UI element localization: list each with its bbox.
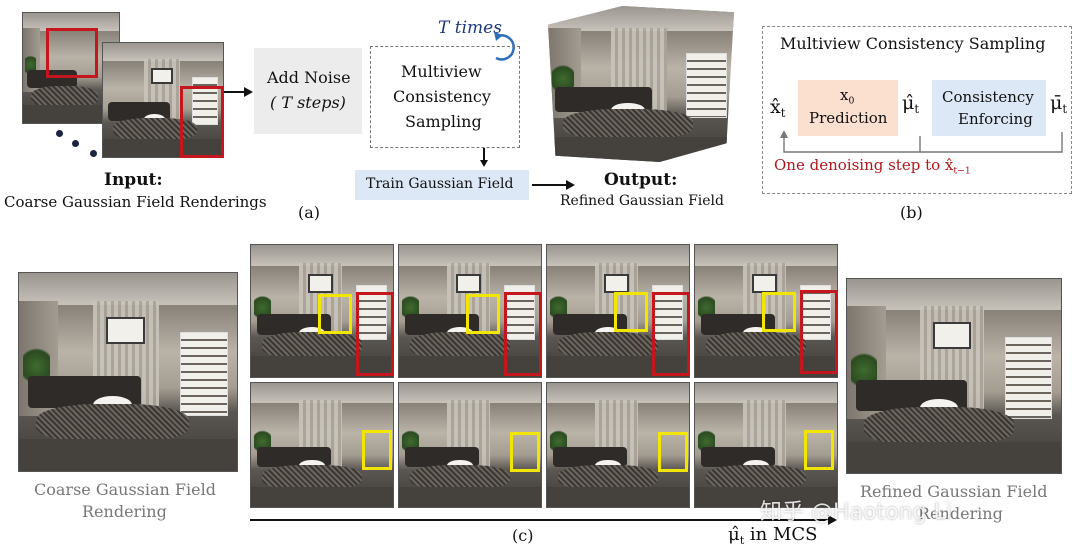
ellipsis-dot: [56, 130, 63, 137]
mcs-box: [370, 46, 520, 148]
feedback-loop-arrow: [780, 130, 1063, 153]
mu-bar-t: μ̄t: [1050, 92, 1068, 117]
yellow-box: [804, 430, 834, 470]
panel-b-title: Multiview Consistency Sampling: [780, 34, 1046, 53]
mu-hat-t: μ̂t: [902, 92, 920, 117]
train-gaussian-label: Train Gaussian Field: [366, 176, 514, 192]
arrow-head: [828, 515, 837, 525]
mcs-view-r1c3: [546, 244, 690, 378]
arrow-input-to-noise: [224, 91, 246, 93]
ellipsis-dot: [90, 150, 97, 157]
yellow-box: [614, 292, 648, 332]
mcs-line3: Sampling: [405, 112, 482, 131]
add-noise-box: [254, 48, 362, 134]
mcs-progress-axis: [250, 519, 830, 521]
panel-c-label: (c): [512, 526, 534, 545]
prediction-label: Prediction: [809, 109, 888, 127]
arrow-head: [244, 87, 253, 97]
input-caption: Coarse Gaussian Field Renderings: [4, 193, 267, 211]
arrow-head: [566, 180, 575, 190]
train-gaussian-box: [355, 170, 529, 200]
coarse-caption-line1: Coarse Gaussian Field: [34, 480, 216, 499]
input-render-front: [102, 42, 224, 158]
mcs-view-r2c2: [398, 382, 542, 508]
red-box: [800, 290, 838, 374]
output-3d-render: [548, 6, 734, 162]
arrow-train-to-output: [532, 184, 568, 186]
x0-label: x0: [840, 86, 855, 107]
mcs-view-r2c3: [546, 382, 690, 508]
t-times-label: T times: [438, 18, 502, 38]
red-box: [652, 292, 690, 376]
panel-b-frame: [762, 26, 1072, 194]
coarse-render-large: [18, 272, 238, 472]
yellow-box: [466, 294, 500, 334]
x-hat-t: x̂t: [770, 96, 786, 121]
red-box: [504, 292, 542, 376]
refined-render-large: [846, 278, 1062, 474]
yellow-box: [762, 292, 796, 332]
loop-arrow-icon: [494, 32, 515, 61]
consistency-label: Consistency: [942, 88, 1034, 106]
arrow-head: [480, 160, 488, 167]
yellow-box: [510, 432, 540, 472]
mcs-line1: Multiview: [401, 62, 482, 81]
axis-label: μ̂t in MCS: [728, 524, 818, 547]
input-back-red-box: [46, 28, 98, 78]
denoise-step-text: One denoising step to x̂t−1: [774, 156, 971, 177]
coarse-caption-line2: Rendering: [82, 502, 167, 521]
red-box: [356, 292, 394, 376]
mcs-view-r2c1: [250, 382, 394, 508]
enforcing-label: Enforcing: [958, 110, 1033, 128]
refined-caption-line2: Rendering: [918, 504, 1003, 523]
yellow-box: [318, 294, 352, 334]
output-title: Output:: [604, 170, 678, 190]
consistency-enforcing-box: [932, 80, 1046, 136]
add-noise-line1: Add Noise: [267, 68, 351, 87]
mcs-view-r2c4: [694, 382, 838, 508]
x0-prediction-box: [798, 80, 898, 136]
yellow-box: [362, 430, 392, 470]
refined-caption-line1: Refined Gaussian Field: [860, 482, 1048, 501]
yellow-box: [658, 432, 688, 472]
mcs-line2: Consistency: [393, 87, 491, 106]
arrow-mcs-to-train: [483, 148, 485, 162]
watermark: 知乎 @Haotong Li: [760, 500, 952, 525]
output-caption: Refined Gaussian Field: [560, 193, 725, 209]
add-noise-line2: ( T steps): [270, 93, 346, 112]
panel-b-label: (b): [900, 203, 923, 222]
panel-a-label: (a): [298, 203, 321, 222]
input-front-red-box: [180, 86, 224, 158]
input-title: Input:: [104, 170, 163, 190]
ellipsis-dot: [72, 140, 79, 147]
